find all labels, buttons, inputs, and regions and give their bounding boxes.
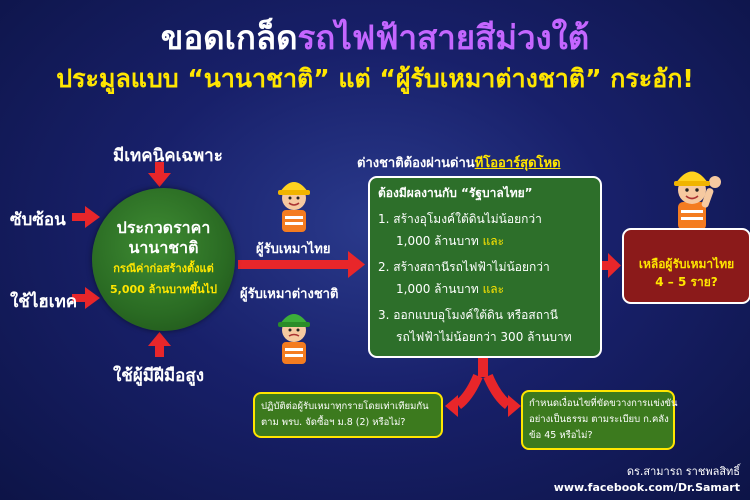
label-complex: ซับซ้อน: [10, 210, 66, 230]
arrow-split-down-icon: [445, 355, 521, 417]
req-item-1c: และ: [482, 234, 505, 248]
arrow-right-left2-icon: [72, 287, 100, 309]
title-part-1: ขอดเกล็ด: [160, 18, 298, 57]
question-left-line-2: ตาม พรบ. จัดซื้อฯ ม.8 (2) หรือไม่?: [261, 417, 406, 428]
author-name: ดร.สามารถ ราชพลสิทธิ์: [626, 465, 740, 478]
label-high-tech: ใช้ไฮเทค: [10, 292, 78, 312]
label-special-technique: มีเทคนิคเฉพาะ: [113, 146, 223, 166]
question-right-line-2: อย่างเป็นธรรม ตามระเบียบ ก.คลัง: [529, 414, 669, 425]
circle-line-1: ประกวดราคา: [116, 218, 211, 237]
label-foreign-contractor: ผู้รับเหมาต่างชาติ: [240, 287, 339, 302]
main-title: ขอดเกล็ดรถไฟฟ้าสายสีม่วงใต้: [0, 18, 750, 58]
label-skilled-staff: ใช้ผู้มีฝีมือสูง: [113, 366, 205, 386]
req-item-1a: 1. สร้างอุโมงค์ใต้ดินไม่น้อยกว่า: [378, 212, 542, 226]
foreign-contractor-worker-icon: [278, 314, 310, 364]
question-right-line-1: กำหนดเงื่อนไขที่ขัดขวางการแข่งขัน: [529, 398, 678, 409]
req-item-2b-row: 1,000 ล้านบาท และ: [396, 282, 504, 297]
circle-line-4: 5,000 ล้านบาทขึ้นไป: [109, 283, 218, 296]
arrow-right-result-icon: [600, 253, 621, 278]
question-box-right: กำหนดเงื่อนไขที่ขัดขวางการแข่งขัน อย่างเ…: [521, 390, 678, 450]
tor-requirements-box: ต้องมีผลงานกับ “รัฐบาลไทย” 1. สร้างอุโมง…: [368, 176, 602, 358]
result-line-2: 4 – 5 ราย?: [655, 275, 718, 289]
req-item-1b-row: 1,000 ล้านบาท และ: [396, 234, 504, 249]
question-box-left: ปฏิบัติต่อผู้รับเหมาทุกรายโดยเท่าเทียมกั…: [253, 392, 443, 438]
thai-contractor-worker-icon: [278, 182, 310, 232]
req-item-1b: 1,000 ล้านบาท: [396, 234, 479, 248]
circle-line-2: นานาชาติ: [128, 238, 199, 257]
label-thai-contractor: ผู้รับเหมาไทย: [256, 242, 331, 257]
waving-worker-icon: [674, 171, 721, 230]
req-item-2a: 2. สร้างสถานีรถไฟฟ้าไม่น้อยกว่า: [378, 260, 550, 274]
international-bidding-circle: ประกวดราคา นานาชาติ กรณีค่าก่อสร้างตั้งแ…: [92, 188, 235, 331]
question-left-line-1: ปฏิบัติต่อผู้รับเหมาทุกรายโดยเท่าเทียมกั…: [261, 401, 429, 412]
question-right-line-3: ข้อ 45 หรือไม่?: [529, 430, 593, 441]
checkpoint-heading: ต่างชาติต้องผ่านด่านทีโออาร์สุดโหด: [357, 152, 561, 173]
subtitle: ประมูลแบบ “นานาชาติ” แต่ “ผู้รับเหมาต่าง…: [56, 64, 694, 93]
checkpoint-prefix: ต่างชาติต้องผ่านด่าน: [357, 156, 475, 171]
arrow-right-left1-icon: [72, 206, 100, 228]
checkpoint-highlight: ทีโออาร์สุดโหด: [474, 156, 561, 171]
circle-line-3: กรณีค่าก่อสร้างตั้งแต่: [113, 262, 214, 275]
req-item-3b: รถไฟฟ้าไม่น้อยกว่า 300 ล้านบาท: [396, 330, 572, 344]
arrow-down-top-icon: [148, 162, 171, 187]
arrow-up-bottom-icon: [148, 332, 171, 357]
req-item-2b: 1,000 ล้านบาท: [396, 282, 479, 296]
req-item-2c: และ: [482, 282, 505, 296]
author-url[interactable]: www.facebook.com/Dr.Samart: [553, 481, 740, 494]
result-line-1: เหลือผู้รับเหมาไทย: [638, 257, 735, 271]
req-item-3a: 3. ออกแบบอุโมงค์ใต้ดิน หรือสถานี: [378, 308, 558, 322]
title-part-2: รถไฟฟ้าสายสีม่วงใต้: [297, 18, 590, 57]
result-box: เหลือผู้รับเหมาไทย 4 – 5 ราย?: [622, 228, 750, 304]
arrow-right-main-icon: [238, 251, 365, 278]
req-intro: ต้องมีผลงานกับ “รัฐบาลไทย”: [378, 186, 533, 200]
